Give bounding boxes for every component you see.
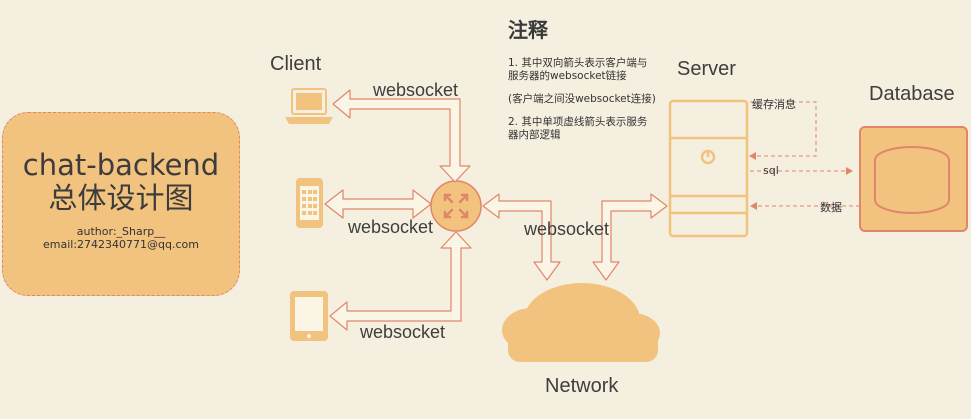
notes-title: 注释 (508, 18, 548, 42)
cloud-icon (502, 283, 660, 362)
database-label: Database (869, 83, 955, 105)
email-text: email:2742340771@qq.com (43, 238, 199, 251)
title-box: chat-backend 总体设计图 author:_Sharp__ email… (2, 112, 240, 296)
laptop-icon (285, 88, 333, 124)
websocket-arrow-phone (324, 189, 432, 219)
websocket-label-laptop: websocket (373, 80, 459, 100)
phone-icon (296, 178, 323, 228)
server-label: Server (677, 58, 736, 80)
websocket-arrow-laptop (332, 89, 471, 183)
title-line1: chat-backend (22, 148, 220, 182)
websocket-arrow-tablet (329, 231, 472, 331)
database-icon (859, 126, 968, 232)
dashed-arrow-cache (749, 101, 817, 160)
note-item-2: (客户端之间没websocket连接) (508, 93, 656, 105)
websocket-arrow-router-network (482, 193, 561, 281)
client-label: Client (270, 53, 322, 75)
tablet-icon (290, 291, 328, 341)
title-line2: 总体设计图 (48, 181, 194, 215)
note-item-3: 2. 其中单项虚线箭头表示服务器内部逻辑 (508, 116, 648, 141)
websocket-label-tablet: websocket (360, 322, 446, 342)
author-text: author:_Sharp__ (76, 225, 166, 238)
cache-label: 缓存消息 (752, 98, 796, 111)
websocket-label-phone: websocket (348, 217, 434, 237)
websocket-label-network: websocket (524, 219, 610, 239)
network-label: Network (545, 375, 619, 397)
data-label: 数据 (820, 201, 842, 214)
server-icon (668, 99, 749, 238)
note-item-1: 1. 其中双向箭头表示客户端与服务器的websocket链接 (508, 57, 648, 82)
sql-label: sql (763, 164, 779, 177)
router-icon (430, 180, 482, 232)
notes-panel: 注释 1. 其中双向箭头表示客户端与服务器的websocket链接 (客户端之间… (508, 14, 656, 152)
websocket-arrow-server-network (592, 193, 668, 281)
